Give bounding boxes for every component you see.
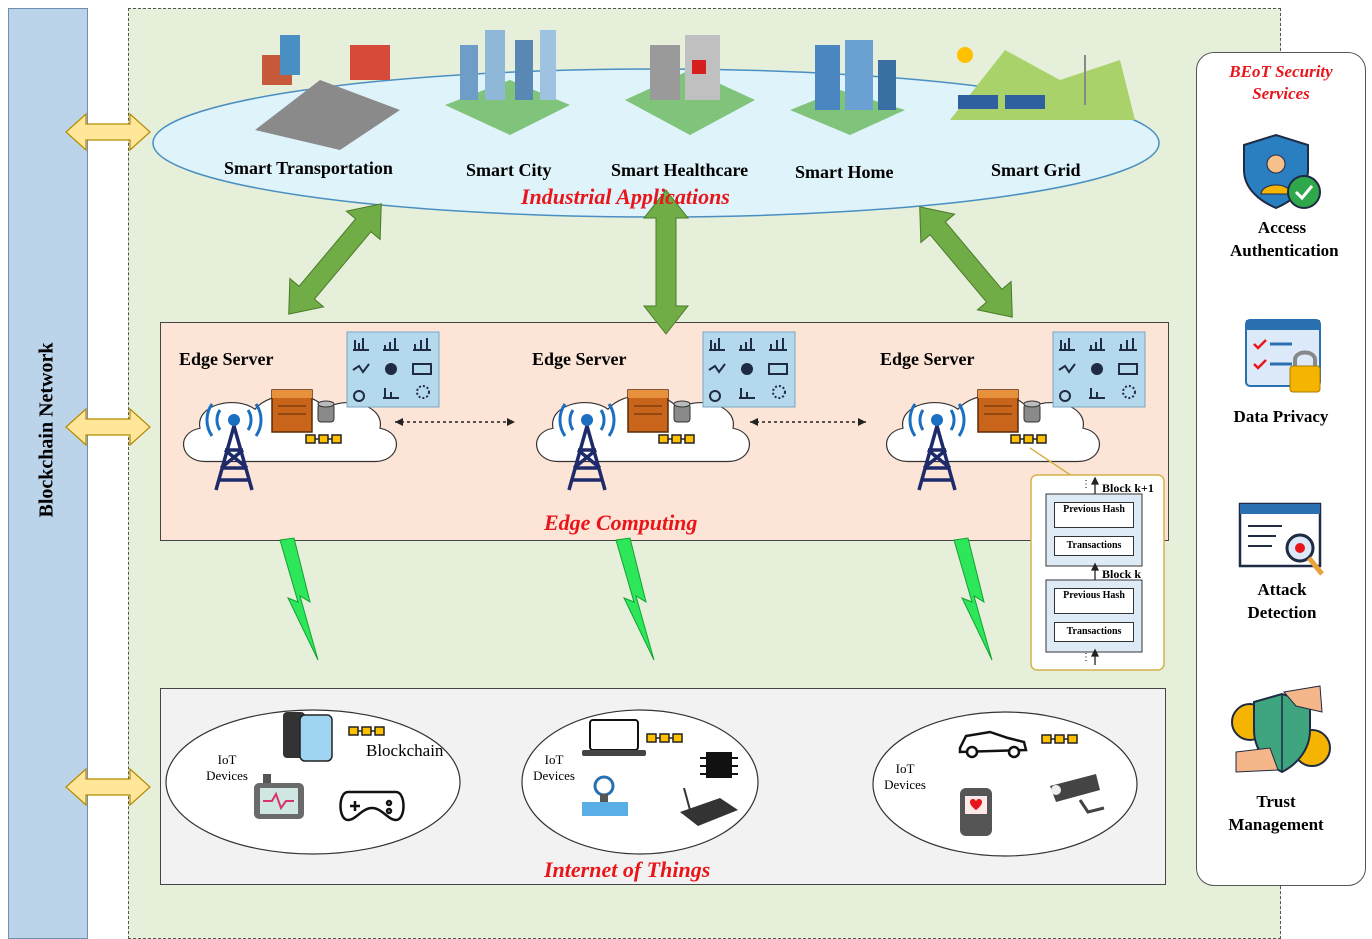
ellipsis-bottom: ⋮ <box>1081 652 1091 663</box>
chip-icon <box>700 752 738 778</box>
service-attack-detection: Attack Detection <box>1247 580 1317 622</box>
edge-computing-title: Edge Computing <box>544 510 698 535</box>
security-services-title: BEoT Security Services <box>1229 62 1333 103</box>
block-k-label: Block k <box>1102 567 1142 581</box>
service-data-privacy: Data Privacy <box>1233 407 1329 426</box>
smart-city-illustration <box>445 30 570 135</box>
app-label-smart-grid: Smart Grid <box>991 160 1081 180</box>
blockchain-link-arrow-middle <box>65 408 151 446</box>
internet-of-things-title: Internet of Things <box>544 857 711 882</box>
access-authentication-icon <box>1243 133 1321 210</box>
iot-devices-label-1: IoT Devices <box>206 752 248 783</box>
smartphone-icon <box>283 712 333 762</box>
app-edge-arrow-right <box>902 192 1030 332</box>
block-next-label: Block k+1 <box>1102 481 1154 495</box>
wireless-link-left <box>279 537 319 661</box>
edge-server-label-1: Edge Server <box>179 349 274 369</box>
app-label-smart-transportation: Smart Transportation <box>224 158 393 178</box>
app-label-smart-healthcare: Smart Healthcare <box>611 160 749 180</box>
blockchain-chain-icon-1 <box>348 726 385 736</box>
app-label-smart-city: Smart City <box>466 160 552 180</box>
service-access-authentication: Access Authentication <box>1230 218 1339 260</box>
data-privacy-icon <box>1245 319 1321 393</box>
edge-server-label-2: Edge Server <box>532 349 627 369</box>
smart-home-illustration <box>790 40 905 135</box>
security-camera-icon <box>1050 774 1105 814</box>
smart-transportation-illustration <box>255 35 400 150</box>
app-edge-arrow-left <box>271 189 399 329</box>
smart-grid-illustration <box>950 47 1135 120</box>
blockchain-device-label: Blockchain <box>366 741 444 760</box>
wireless-link-right <box>953 537 993 661</box>
wireless-link-middle <box>615 537 655 661</box>
pressure-sensor-icon <box>582 775 628 816</box>
industrial-applications-title: Industrial Applications <box>521 184 730 209</box>
previous-hash-box-next: Previous Hash <box>1054 502 1134 528</box>
trust-management-icon <box>1231 685 1331 774</box>
service-trust-management: Trust Management <box>1228 792 1324 834</box>
app-edge-arrow-middle <box>643 189 689 335</box>
transactions-box-k: Transactions <box>1054 622 1134 642</box>
smartwatch-icon <box>254 774 304 819</box>
gamepad-icon <box>339 790 405 822</box>
blockchain-link-arrow-bottom <box>65 768 151 806</box>
blockchain-link-arrow-top <box>65 113 151 151</box>
attack-detection-icon <box>1238 502 1324 576</box>
smart-healthcare-illustration <box>625 35 755 135</box>
edge-server-label-3: Edge Server <box>880 349 975 369</box>
router-icon <box>680 787 738 826</box>
iot-group-1 <box>165 709 461 855</box>
iot-devices-label-3: IoT Devices <box>884 761 926 792</box>
blockchain-chain-icon-2 <box>646 733 683 743</box>
fitness-tracker-icon <box>960 788 992 836</box>
iot-group-3 <box>872 711 1138 857</box>
blockchain-chain-icon-3 <box>1041 734 1078 744</box>
laptop-icon <box>582 719 646 756</box>
transactions-box-next: Transactions <box>1054 536 1134 556</box>
previous-hash-box-k: Previous Hash <box>1054 588 1134 614</box>
app-label-smart-home: Smart Home <box>795 162 894 182</box>
car-icon <box>958 730 1028 759</box>
iot-devices-label-2: IoT Devices <box>533 752 575 783</box>
ellipsis-top: ⋮ <box>1081 479 1091 490</box>
